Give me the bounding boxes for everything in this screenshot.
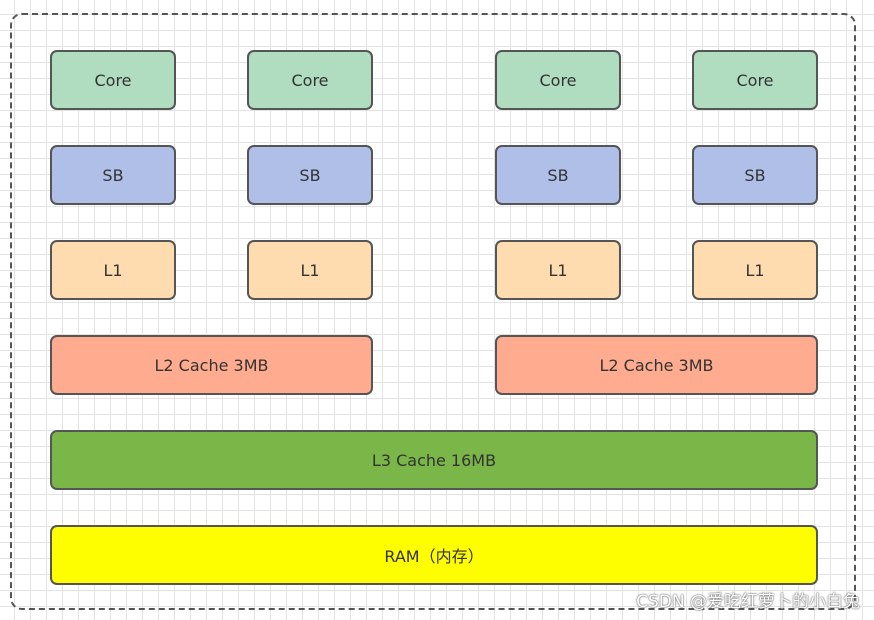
cpu-package-boundary [10,13,856,610]
core-label: Core [94,70,132,90]
watermark-text: CSDN @爱吃红萝卜的小白兔 [636,592,860,612]
core-box: Core [495,50,621,110]
core-label: Core [539,70,577,90]
core-label: Core [736,70,774,90]
store-buffer-box: SB [495,145,621,205]
l1-cache-label: L1 [548,260,568,280]
l3-cache-box: L3 Cache 16MB [50,430,818,490]
ram-label: RAM（内存） [384,547,484,566]
l1-cache-label: L1 [103,260,123,280]
l1-cache-box: L1 [247,240,373,300]
store-buffer-label: SB [547,165,569,185]
store-buffer-box: SB [692,145,818,205]
core-label: Core [291,70,329,90]
l1-cache-label: L1 [745,260,765,280]
core-box: Core [247,50,373,110]
l1-cache-box: L1 [692,240,818,300]
ram-box: RAM（内存） [50,525,818,585]
l2-cache-box: L2 Cache 3MB [495,335,818,395]
core-box: Core [50,50,176,110]
store-buffer-box: SB [50,145,176,205]
store-buffer-box: SB [247,145,373,205]
l1-cache-label: L1 [300,260,320,280]
store-buffer-label: SB [299,165,321,185]
l1-cache-box: L1 [495,240,621,300]
store-buffer-label: SB [744,165,766,185]
l2-cache-box: L2 Cache 3MB [50,335,373,395]
l1-cache-box: L1 [50,240,176,300]
l2-cache-label: L2 Cache 3MB [154,355,269,375]
l3-cache-label: L3 Cache 16MB [371,450,497,470]
core-box: Core [692,50,818,110]
store-buffer-label: SB [102,165,124,185]
l2-cache-label: L2 Cache 3MB [599,355,714,375]
